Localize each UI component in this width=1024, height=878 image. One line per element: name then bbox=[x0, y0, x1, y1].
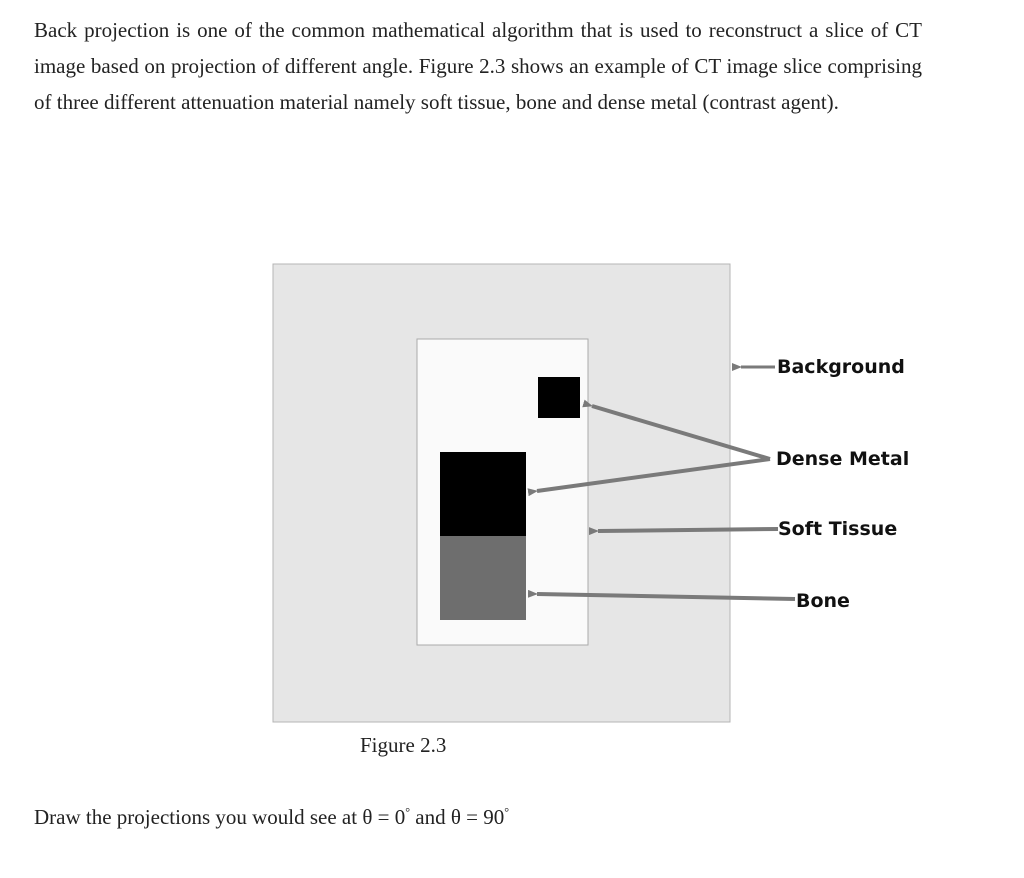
figure-caption: Figure 2.3 bbox=[360, 733, 447, 757]
soft-tissue-arrow bbox=[588, 527, 779, 536]
degree-symbol-1: ° bbox=[405, 805, 411, 819]
intro-paragraph: Back projection is one of the common mat… bbox=[34, 18, 922, 114]
label-background: Background bbox=[777, 356, 905, 378]
question-prefix: Draw the projections you would see at θ … bbox=[34, 805, 406, 829]
label-bone: Bone bbox=[796, 590, 850, 612]
dense-metal-large bbox=[440, 452, 526, 536]
bone-region bbox=[440, 536, 526, 620]
bone-arrow bbox=[527, 589, 796, 601]
degree-symbol-2: ° bbox=[504, 805, 510, 819]
question-text: Draw the projections you would see at θ … bbox=[34, 805, 509, 830]
dense-metal-small bbox=[538, 377, 580, 418]
label-soft-tissue: Soft Tissue bbox=[778, 518, 897, 540]
label-dense-metal: Dense Metal bbox=[776, 448, 909, 470]
dense-metal-arrow-large bbox=[527, 457, 771, 497]
question-middle: and θ = 90 bbox=[410, 805, 505, 829]
dense-metal-arrow-small bbox=[582, 399, 771, 461]
